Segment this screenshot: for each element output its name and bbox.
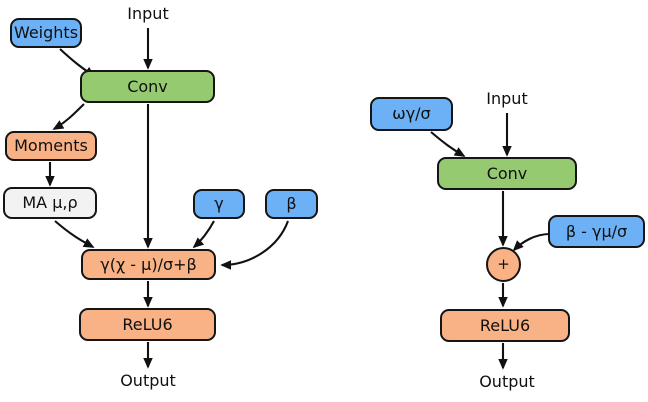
node-batchnorm-formula[interactable]: γ(χ - μ)/σ+β (81, 249, 216, 280)
node-batchnorm-formula-label: γ(χ - μ)/σ+β (100, 254, 197, 274)
node-left-conv[interactable]: Conv (80, 70, 215, 103)
edge-conv-to-moments (52, 103, 85, 130)
label-left-input: Input (127, 4, 169, 23)
node-right-conv[interactable]: Conv (437, 157, 577, 190)
node-right-relu6[interactable]: ReLU6 (440, 309, 570, 342)
edge-ma-to-bn (54, 220, 95, 248)
label-right-output: Output (479, 372, 535, 391)
edge-scale-to-conv (430, 131, 466, 157)
node-moments-label: Moments (14, 136, 88, 155)
node-weights[interactable]: Weights (10, 18, 82, 48)
node-folded-bias[interactable]: β - γμ/σ (548, 215, 645, 248)
label-left-output: Output (120, 371, 176, 390)
node-moving-average-label: MA μ,ρ (22, 193, 78, 212)
node-gamma[interactable]: γ (193, 189, 245, 219)
edge-beta-to-bn (220, 220, 289, 270)
node-left-relu6-label: ReLU6 (122, 314, 173, 334)
node-left-conv-label: Conv (127, 76, 168, 96)
edge-bias-to-add (512, 232, 551, 252)
node-folded-scale[interactable]: ωγ/σ (370, 97, 453, 131)
node-folded-scale-label: ωγ/σ (392, 104, 431, 123)
node-folded-bias-label: β - γμ/σ (565, 221, 628, 241)
node-right-conv-label: Conv (486, 163, 528, 183)
node-add-label: + (497, 255, 510, 273)
node-add[interactable]: + (486, 247, 521, 282)
node-weights-label: Weights (13, 23, 79, 42)
node-right-relu6-label: ReLU6 (479, 315, 531, 335)
node-beta-label: β (286, 194, 297, 213)
label-right-input: Input (486, 89, 528, 108)
node-beta[interactable]: β (265, 189, 318, 219)
node-moments[interactable]: Moments (5, 131, 97, 161)
node-left-relu6[interactable]: ReLU6 (79, 308, 216, 341)
node-moving-average[interactable]: MA μ,ρ (3, 187, 97, 219)
node-gamma-label: γ (214, 194, 224, 213)
edge-gamma-to-bn (192, 220, 215, 249)
